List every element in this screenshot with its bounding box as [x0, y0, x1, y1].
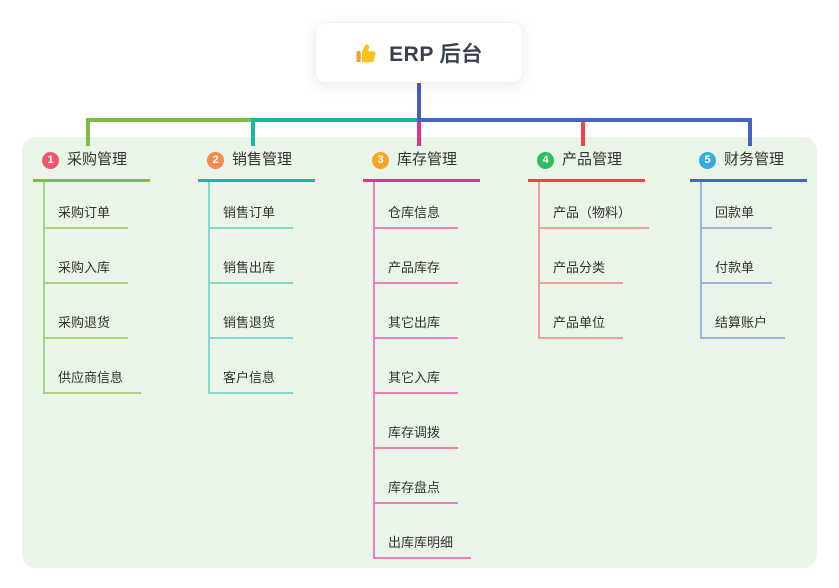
child-row: 库存盘点	[373, 449, 480, 504]
branch-number-badge: 5	[699, 151, 716, 169]
branch-children: 回款单 付款单 结算账户	[700, 182, 807, 339]
bus-segment-blue	[417, 118, 752, 122]
branch-node-4: 4 产品管理 产品（物料） 产品分类 产品单位	[528, 148, 650, 339]
child-node[interactable]: 结算账户	[702, 312, 786, 339]
branch-title: 财务管理	[724, 151, 785, 168]
child-row: 付款单	[700, 229, 807, 284]
child-node[interactable]: 客户信息	[210, 367, 294, 394]
child-node[interactable]: 产品分类	[540, 257, 624, 284]
branch-children: 产品（物料） 产品分类 产品单位	[538, 182, 650, 339]
thumbs-up-icon	[356, 43, 376, 62]
root-vertical-line	[417, 83, 421, 122]
child-row: 销售退货	[208, 284, 315, 339]
child-row: 结算账户	[700, 284, 807, 339]
branch-title: 产品管理	[562, 151, 623, 168]
branch-drop-line-2	[251, 118, 255, 146]
branch-children: 仓库信息 产品库存 其它出库 其它入库 库存调拨 库存盘点 出库库明细	[373, 182, 480, 559]
child-node[interactable]: 采购订单	[45, 202, 129, 229]
child-node[interactable]: 采购退货	[45, 312, 129, 339]
branch-drop-line-5	[748, 118, 752, 146]
branch-number-badge: 1	[42, 151, 59, 169]
child-row: 采购入库	[43, 229, 150, 284]
branch-title: 库存管理	[397, 151, 458, 168]
child-node[interactable]: 采购入库	[45, 257, 129, 284]
child-row: 其它出库	[373, 284, 480, 339]
child-row: 产品分类	[538, 229, 645, 284]
branch-header[interactable]: 1 采购管理	[33, 148, 150, 182]
branch-header[interactable]: 3 库存管理	[363, 148, 480, 182]
child-node[interactable]: 销售出库	[210, 257, 294, 284]
branch-node-3: 3 库存管理 仓库信息 产品库存 其它出库 其它入库 库存调拨 库存盘点 出库库…	[363, 148, 480, 559]
child-row: 产品库存	[373, 229, 480, 284]
child-row: 出库库明细	[373, 504, 480, 559]
child-row: 销售出库	[208, 229, 315, 284]
root-label: ERP 后台	[389, 42, 483, 66]
child-row: 库存调拨	[373, 394, 480, 449]
bus-segment-green	[86, 118, 255, 122]
child-node[interactable]: 产品单位	[540, 312, 624, 339]
branch-title: 采购管理	[67, 151, 128, 168]
branch-header[interactable]: 2 销售管理	[198, 148, 315, 182]
child-row: 采购退货	[43, 284, 150, 339]
child-row: 其它入库	[373, 339, 480, 394]
child-node[interactable]: 其它入库	[375, 367, 459, 394]
child-node[interactable]: 产品库存	[375, 257, 459, 284]
child-row: 产品（物料）	[538, 182, 650, 229]
child-node[interactable]: 销售订单	[210, 202, 294, 229]
branch-header[interactable]: 5 财务管理	[690, 148, 807, 182]
branch-number-badge: 3	[372, 151, 389, 169]
branch-node-2: 2 销售管理 销售订单 销售出库 销售退货 客户信息	[198, 148, 315, 394]
child-node[interactable]: 回款单	[702, 202, 773, 229]
branch-drop-line-3	[417, 118, 421, 146]
branch-number-badge: 4	[537, 151, 554, 169]
branch-title: 销售管理	[232, 151, 293, 168]
branch-node-1: 1 采购管理 采购订单 采购入库 采购退货 供应商信息	[33, 148, 150, 394]
child-row: 回款单	[700, 182, 807, 229]
bus-segment-teal	[251, 118, 421, 122]
child-row: 供应商信息	[43, 339, 150, 394]
branch-drop-line-4	[581, 118, 585, 146]
child-node[interactable]: 付款单	[702, 257, 773, 284]
branch-drop-line-1	[86, 118, 90, 146]
child-node[interactable]: 库存盘点	[375, 477, 459, 504]
branch-header[interactable]: 4 产品管理	[528, 148, 645, 182]
branch-node-5: 5 财务管理 回款单 付款单 结算账户	[690, 148, 807, 339]
child-row: 采购订单	[43, 182, 150, 229]
child-node[interactable]: 库存调拨	[375, 422, 459, 449]
child-row: 销售订单	[208, 182, 315, 229]
child-node[interactable]: 销售退货	[210, 312, 294, 339]
child-node[interactable]: 其它出库	[375, 312, 459, 339]
child-node[interactable]: 产品（物料）	[540, 202, 650, 229]
root-node[interactable]: ERP 后台	[315, 22, 523, 83]
branch-number-badge: 2	[207, 151, 224, 169]
child-node[interactable]: 出库库明细	[375, 532, 472, 559]
branch-children: 采购订单 采购入库 采购退货 供应商信息	[43, 182, 150, 394]
child-node[interactable]: 供应商信息	[45, 367, 142, 394]
child-row: 产品单位	[538, 284, 645, 339]
child-row: 仓库信息	[373, 182, 480, 229]
branch-children: 销售订单 销售出库 销售退货 客户信息	[208, 182, 315, 394]
child-node[interactable]: 仓库信息	[375, 202, 459, 229]
mindmap-panel	[22, 137, 817, 568]
child-row: 客户信息	[208, 339, 315, 394]
